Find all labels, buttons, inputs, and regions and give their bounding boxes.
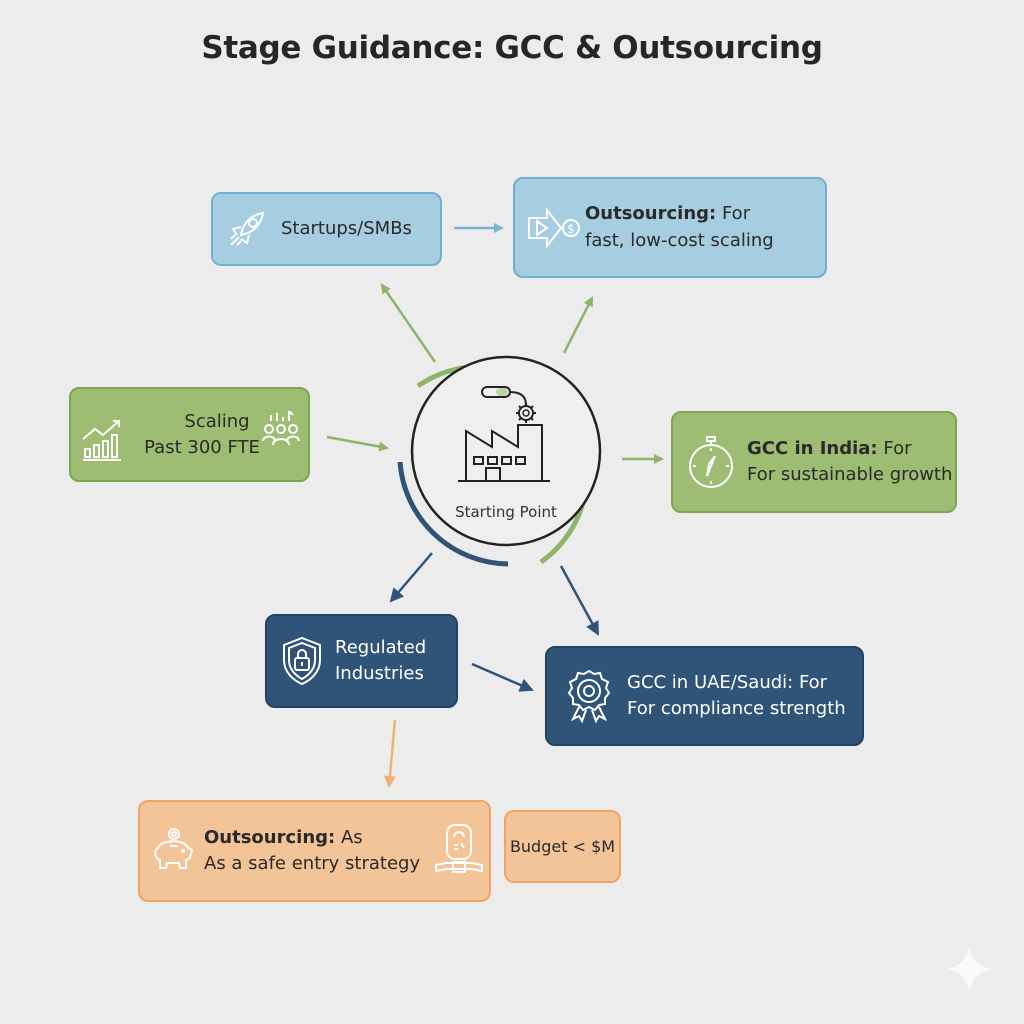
svg-text:$: $ bbox=[567, 222, 575, 236]
node-startups-smbs[interactable]: Startups/SMBs bbox=[211, 192, 442, 266]
arrow-regulated-to-outsourcing-safe bbox=[383, 719, 397, 788]
node-gcc-uae-saudi[interactable]: GCC in UAE/Saudi: For For compliance str… bbox=[545, 646, 864, 746]
scaling-line1: Scaling bbox=[184, 411, 250, 432]
gcc-india-title: GCC in India: bbox=[747, 437, 878, 459]
outsourcing-fast-desc: fast, low-cost scaling bbox=[585, 229, 774, 251]
factory-icon bbox=[456, 383, 556, 493]
gcc-india-desc: For sustainable growth bbox=[747, 464, 953, 485]
center-circle bbox=[410, 355, 602, 547]
center-ring-navy-arc bbox=[397, 461, 509, 567]
node-outsourcing-fast[interactable]: $ Outsourcing: For fast, low-cost scalin… bbox=[513, 177, 827, 278]
outsourcing-safe-inline: As bbox=[340, 826, 363, 848]
sparkle-icon bbox=[944, 944, 994, 994]
shield-lock-icon bbox=[281, 636, 323, 686]
node-budget[interactable]: Budget < $M bbox=[504, 810, 621, 883]
startups-label: Startups/SMBs bbox=[281, 217, 412, 239]
outsourcing-safe-title: Outsourcing: bbox=[204, 826, 336, 848]
arrow-center-to-gcc-uae bbox=[559, 565, 600, 636]
gcc-india-inline: For bbox=[883, 437, 912, 459]
arrow-regulated-to-gcc-uae bbox=[471, 662, 534, 692]
outsourcing-fast-title: Outsourcing: bbox=[585, 203, 717, 225]
outsourcing-safe-desc: As a safe entry strategy bbox=[204, 853, 421, 874]
arrow-center-to-regulated bbox=[389, 552, 433, 603]
gcc-uae-line1: GCC in UAE/Saudi: For bbox=[627, 671, 828, 693]
node-outsourcing-safe-entry[interactable]: Outsourcing: As As a safe entry strategy bbox=[138, 800, 491, 902]
piggy-bank-icon bbox=[150, 828, 196, 874]
growth-chart-icon bbox=[81, 417, 125, 461]
center-label: Starting Point bbox=[455, 503, 557, 521]
device-icon bbox=[434, 823, 484, 879]
center-node-starting-point[interactable]: Starting Point bbox=[412, 357, 600, 545]
diagram-title: Stage Guidance: GCC & Outsourcing bbox=[201, 30, 823, 66]
node-scaling[interactable]: Scaling Past 300 FTE bbox=[69, 387, 310, 482]
node-gcc-india[interactable]: GCC in India: For For sustainable growth bbox=[671, 411, 957, 513]
arrow-scaling-to-center bbox=[326, 435, 389, 452]
arrow-center-to-startups bbox=[380, 283, 437, 363]
node-regulated-industries[interactable]: Regulated Industries bbox=[265, 614, 458, 708]
regulated-line1: Regulated bbox=[335, 636, 427, 658]
outsourcing-fast-inline: For bbox=[721, 203, 751, 225]
rocket-icon bbox=[227, 209, 267, 249]
scaling-line2: Past 300 FTE bbox=[144, 437, 260, 459]
award-badge-icon bbox=[567, 669, 611, 723]
gcc-uae-line2: For compliance strength bbox=[627, 698, 846, 719]
arrow-center-to-outsourcing-fast bbox=[562, 296, 594, 354]
budget-label: Budget < $M bbox=[509, 836, 616, 856]
play-dollar-icon: $ bbox=[525, 206, 581, 250]
regulated-line2: Industries bbox=[335, 663, 424, 684]
compass-icon bbox=[687, 436, 735, 488]
team-icon bbox=[261, 411, 301, 447]
